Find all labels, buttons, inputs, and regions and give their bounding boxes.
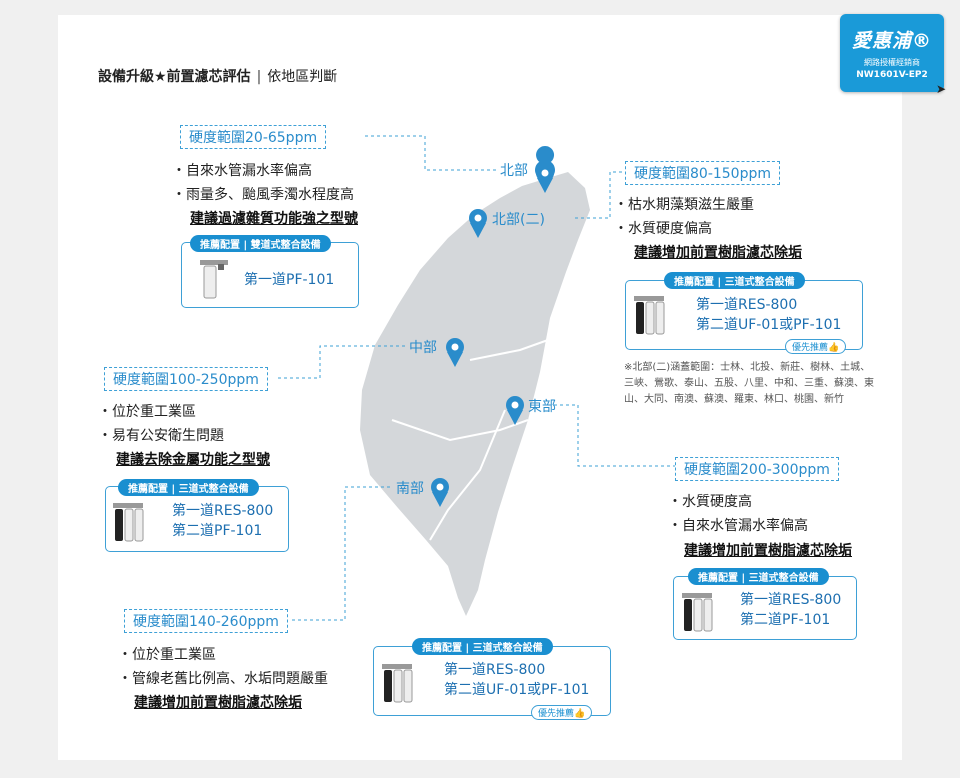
region-borders	[391, 339, 549, 541]
region-label-east: 東部	[528, 399, 556, 415]
north-hardness-range: 硬度範圍20-65ppm	[180, 125, 327, 149]
north2-bullet-1: ・枯水期藻類滋生嚴重	[614, 197, 754, 213]
dealer-code: NW1601V-EP2	[856, 70, 928, 80]
central-product-2: 第二道PF-101	[172, 523, 263, 539]
south-priority-badge: 優先推薦👍	[531, 705, 593, 720]
brand-logo: 愛惠浦®	[851, 30, 932, 52]
east-bullet-1: ・水質硬度高	[668, 494, 752, 510]
region-label-south: 南部	[396, 481, 424, 497]
south-advice: 建議增加前置樹脂濾芯除垢	[134, 695, 302, 711]
north2-advice: 建議增加前置樹脂濾芯除垢	[634, 245, 802, 261]
north-advice: 建議過濾雜質功能強之型號	[190, 211, 358, 227]
north2-hardness-range: 硬度範圍80-150ppm	[625, 161, 780, 185]
central-advice: 建議去除金屬功能之型號	[116, 452, 270, 468]
south-product-1: 第一道RES-800	[444, 662, 546, 678]
north2-product-2: 第二道UF-01或PF-101	[696, 317, 842, 333]
page-title: 設備升級★前置濾芯評估 | 依地區判斷	[98, 66, 337, 86]
north2-bullet-2: ・水質硬度偏高	[614, 221, 712, 237]
north-product-1: 第一道PF-101	[244, 272, 335, 288]
south-filter-icon	[382, 664, 413, 703]
central-product-1: 第一道RES-800	[172, 503, 274, 519]
central-hardness-range: 硬度範圍100-250ppm	[104, 367, 268, 391]
east-filter-icon	[682, 593, 713, 632]
south-bullet-2: ・管線老舊比例高、水垢問題嚴重	[118, 671, 328, 687]
central-filter-icon	[113, 503, 144, 542]
north2-coverage-note: ※北部(二)涵蓋範圍：士林、北投、新莊、樹林、土城、三峽、鶯歌、泰山、五股、八里…	[624, 362, 874, 405]
north-bullet-1: ・自來水管漏水率偏高	[172, 163, 312, 179]
north2-tag: 推薦配置 | 三道式整合設備	[664, 272, 805, 289]
central-bullet-1: ・位於重工業區	[98, 404, 196, 420]
north2-filter-icon	[634, 296, 665, 335]
north2-recommend-box[interactable]	[625, 280, 863, 350]
region-label-north: 北部	[500, 163, 528, 179]
region-label-central: 中部	[409, 340, 437, 356]
south-product-2: 第二道UF-01或PF-101	[444, 682, 590, 698]
dealer-badge[interactable]: 愛惠浦® 網路授權經銷商 NW1601V-EP2	[840, 14, 944, 92]
title-subtitle: 依地區判斷	[267, 69, 338, 85]
north2-product-1: 第一道RES-800	[696, 297, 798, 313]
north-bullet-2: ・雨量多、颱風季濁水程度高	[172, 187, 354, 203]
east-tag: 推薦配置 | 三道式整合設備	[688, 568, 829, 585]
region-label-north2: 北部(二)	[492, 212, 545, 228]
north2-priority-badge: 優先推薦👍	[785, 339, 847, 354]
taiwan-island-shape	[360, 172, 590, 616]
east-product-2: 第二道PF-101	[740, 612, 831, 628]
mouse-cursor-icon: ➤	[936, 82, 947, 96]
east-hardness-range: 硬度範圍200-300ppm	[675, 457, 839, 481]
central-bullet-2: ・易有公安衛生問題	[98, 428, 224, 444]
east-product-1: 第一道RES-800	[740, 592, 842, 608]
north-filter-icon	[200, 260, 228, 299]
central-tag: 推薦配置 | 三道式整合設備	[118, 479, 259, 496]
title-separator: |	[256, 69, 262, 85]
south-bullet-1: ・位於重工業區	[118, 647, 216, 663]
connector-lines	[278, 135, 675, 621]
south-tag: 推薦配置 | 三道式整合設備	[412, 638, 553, 655]
title-text: 設備升級★前置濾芯評估	[98, 69, 251, 85]
east-bullet-2: ・自來水管漏水率偏高	[668, 518, 808, 534]
south-hardness-range: 硬度範圍140-260ppm	[124, 609, 288, 633]
east-advice: 建議增加前置樹脂濾芯除垢	[684, 543, 852, 559]
north-tag: 推薦配置 | 雙道式整合設備	[190, 235, 331, 252]
dealer-text: 網路授權經銷商	[864, 58, 920, 67]
